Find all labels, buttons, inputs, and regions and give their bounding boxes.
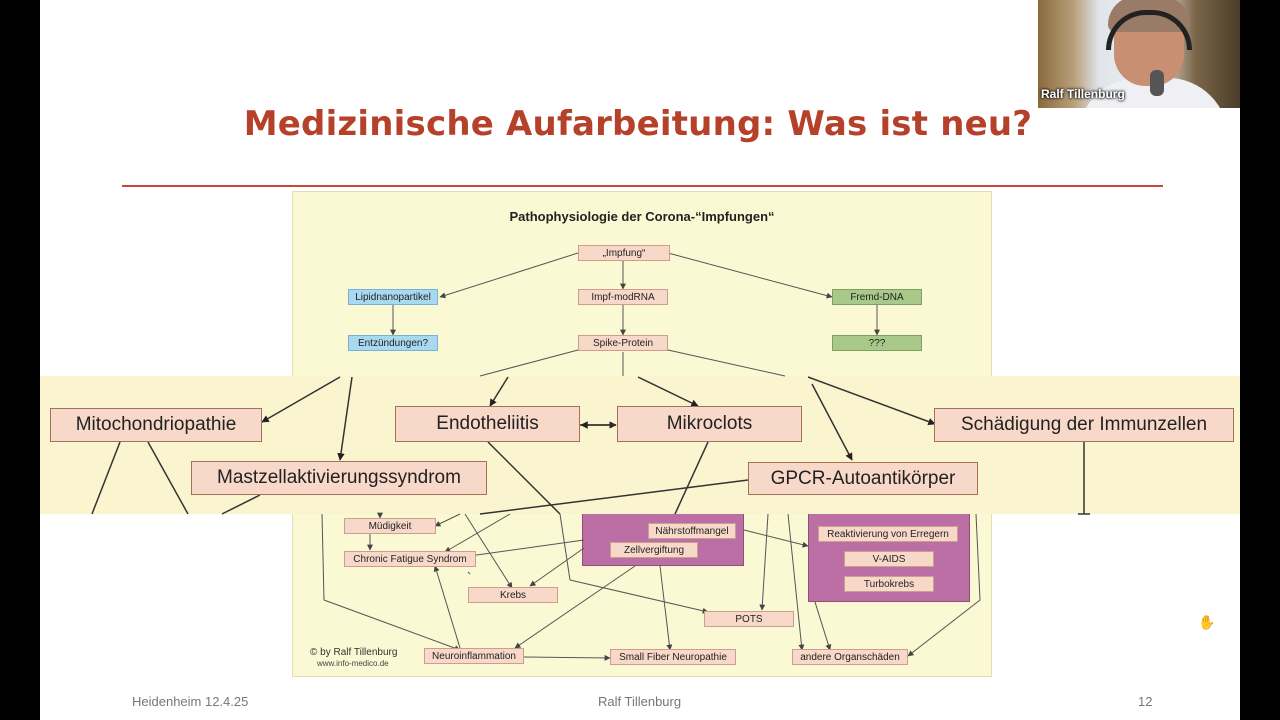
diagram-connectors [91, 252, 1090, 661]
node-mikroclots: Mikroclots [617, 406, 802, 442]
hand-cursor-icon: ✋ [1198, 614, 1216, 630]
microphone-icon [1150, 70, 1164, 96]
edge-zoom-mikro [637, 376, 699, 407]
node-muedigkeit: Müdigkeit [344, 518, 436, 534]
node-schaedigung-immunzellen: Schädigung der Immunzellen [934, 408, 1234, 442]
node-v-aids: V-AIDS [844, 551, 934, 567]
edge-impfung-lipid [439, 252, 579, 299]
edge-l22 [814, 601, 832, 651]
node-mitochondriopathie: Mitochondriopathie [50, 408, 262, 442]
edge-l21 [523, 654, 611, 661]
footer-location-date: Heidenheim 12.4.25 [132, 694, 249, 709]
node-small-fiber: Small Fiber Neuropathie [610, 649, 736, 665]
diagram-title: Pathophysiologie der Corona-“Impfungen“ [509, 209, 775, 224]
edge-zoom-endo [489, 376, 509, 407]
footer-page-number: 12 [1138, 694, 1153, 709]
slide: Medizinische Aufarbeitung: Was ist neu? … [40, 0, 1240, 720]
edge-l8 [454, 539, 585, 561]
node-chronic-fatigue: Chronic Fatigue Syndrom [344, 551, 476, 567]
node-impf-modrna: Impf-modRNA [578, 289, 668, 305]
diagram-copyright: © by Ralf Tillenburg www.info-medico.de [310, 647, 398, 668]
node-gpcr-autoantikoerper: GPCR-Autoantikörper [748, 462, 978, 495]
node-unknown: ??? [832, 335, 922, 351]
edge-zoom-gpcr [811, 383, 853, 461]
edge-spike-left [479, 349, 579, 377]
node-endotheliitis: Endotheliitis [395, 406, 580, 442]
edge-l10 [514, 565, 636, 649]
node-turbokrebs: Turbokrebs [844, 576, 934, 592]
edge-spike-right [667, 349, 786, 377]
edge-l1 [321, 513, 325, 601]
edge-l14 [787, 513, 805, 651]
edge-l7 [464, 513, 513, 589]
title-divider [122, 185, 1163, 187]
edge-mast-left [221, 494, 261, 515]
webcam-video-tile [1038, 0, 1240, 108]
edge-mikro-down [674, 441, 709, 515]
node-reaktivierung: Reaktivierung von Erregern [818, 526, 958, 542]
edge-zoom-mast [337, 376, 353, 461]
edge-l2 [323, 599, 461, 651]
edge-l12 [743, 529, 809, 548]
edge-l20 [433, 565, 461, 649]
node-spike-protein: Spike-Protein [578, 335, 668, 351]
node-entzuendungen: Entzündungen? [348, 335, 438, 351]
edge-l15 [975, 513, 981, 601]
node-fremd-dna: Fremd-DNA [832, 289, 922, 305]
edge-l16 [907, 599, 981, 657]
edge-gpcr-left [479, 479, 749, 515]
node-lipidnanopartikel: Lipidnanopartikel [348, 289, 438, 305]
edge-l11 [659, 565, 673, 651]
edge-zoom-immun [807, 376, 936, 426]
edge-l9 [529, 547, 585, 587]
edge-l19 [467, 571, 471, 575]
node-zellvergiftung: Zellvergiftung [610, 542, 698, 558]
edge-l5 [434, 513, 461, 527]
footer-author: Ralf Tillenburg [598, 694, 682, 709]
edge-l13 [759, 513, 769, 611]
node-mastzellaktivierungssyndrom: Mastzellaktivierungssyndrom [191, 461, 487, 495]
edge-endo-down [487, 441, 561, 515]
edge-zoom-mito [261, 376, 341, 423]
node-krebs: Krebs [468, 587, 558, 603]
node-impfung: „Impfung“ [578, 245, 670, 261]
node-andere-organschaeden: andere Organschäden [792, 649, 908, 665]
edge-mito-left [91, 441, 121, 515]
edge-mito-right [147, 441, 189, 515]
node-naehrstoffmangel: Nährstoffmangel [648, 523, 736, 539]
edge-l17 [559, 513, 571, 581]
node-pots: POTS [704, 611, 794, 627]
edge-l18 [569, 579, 709, 614]
slide-title: Medizinische Aufarbeitung: Was ist neu? [243, 104, 1033, 144]
node-neuroinflammation: Neuroinflammation [424, 648, 524, 664]
webcam-participant-name: Ralf Tillenburg [1041, 87, 1125, 101]
edge-impfung-fremddna [667, 252, 833, 299]
